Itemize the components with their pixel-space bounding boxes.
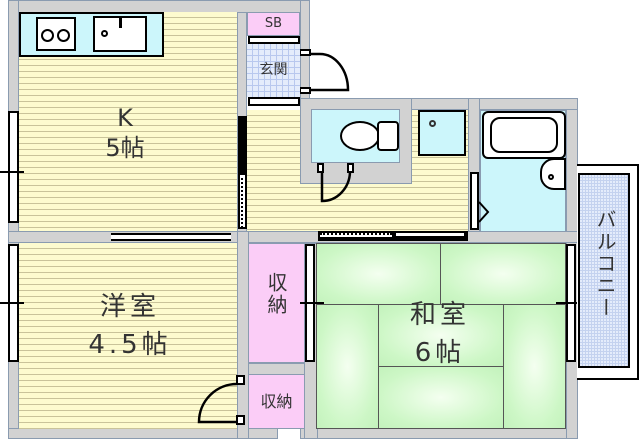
western-room-floor — [19, 243, 237, 429]
bathtub-icon — [482, 111, 566, 159]
toilet-tank-icon — [377, 121, 399, 151]
closet-1-label: 収納 — [264, 272, 288, 316]
kitchen-window-mark — [0, 171, 24, 173]
wall-middle — [8, 231, 578, 243]
entrance-door-swing-icon[interactable] — [300, 48, 352, 96]
tatami-mat — [316, 243, 441, 305]
outer-wall-bottom-right — [300, 428, 578, 439]
sliding-door-kitchen — [238, 116, 247, 229]
shoe-box-label: SB — [264, 16, 283, 31]
toilet-bowl-icon — [340, 121, 380, 151]
kitchen-label: K 5帖 — [70, 103, 180, 163]
western-room-window-mark — [0, 302, 24, 304]
balcony-label: バルコニー — [593, 209, 617, 319]
tatami-mat — [378, 304, 504, 367]
shoe-box-door — [248, 36, 300, 44]
closet-door-swing-icon[interactable] — [195, 374, 247, 426]
western-room-name: 洋室 — [99, 292, 160, 322]
balcony-floor: バルコニー — [578, 173, 630, 368]
closet-1: 収納 — [248, 243, 305, 363]
tatami-mat — [378, 366, 504, 429]
western-room-label: 洋室 4.5帖 — [60, 289, 200, 364]
closet-2-label: 収納 — [260, 392, 293, 411]
washing-machine-space — [418, 110, 466, 156]
bathroom-door[interactable] — [470, 172, 479, 230]
kitchen-name: K — [117, 104, 133, 132]
western-room-size: 4.5帖 — [88, 329, 172, 360]
tatami-mat — [440, 243, 566, 305]
japanese-room-label: 和室 6帖 — [380, 297, 500, 372]
closet-2: 収納 — [248, 374, 305, 429]
bath-door-arrow-icon — [478, 201, 490, 223]
burner-icon — [41, 29, 54, 42]
entrance-step — [248, 97, 300, 106]
kitchen-window — [8, 111, 19, 223]
japanese-room-window-right-mark — [556, 302, 590, 304]
drain-icon — [101, 30, 108, 37]
sliding-door-japanese[interactable] — [318, 231, 468, 241]
washer-drain-icon — [429, 120, 436, 127]
japanese-room-window-left-mark — [300, 302, 324, 304]
entrance-floor: 玄関 — [247, 44, 300, 97]
toilet-door-swing-icon[interactable] — [316, 163, 356, 203]
japanese-room-size: 6帖 — [414, 337, 466, 368]
sink — [93, 16, 147, 52]
sliding-door-western[interactable] — [111, 233, 231, 241]
kitchen-size: 5帖 — [105, 134, 145, 162]
faucet-icon — [119, 16, 122, 28]
stove — [36, 17, 76, 51]
japanese-room-floor — [316, 243, 566, 429]
entrance-label: 玄関 — [259, 62, 288, 78]
tatami-mat — [503, 304, 566, 429]
burner-icon — [57, 29, 70, 42]
tatami-mat — [316, 304, 379, 429]
shoe-box: SB — [247, 12, 300, 36]
japanese-room-name: 和室 — [409, 300, 470, 330]
washbasin-icon — [540, 158, 566, 190]
